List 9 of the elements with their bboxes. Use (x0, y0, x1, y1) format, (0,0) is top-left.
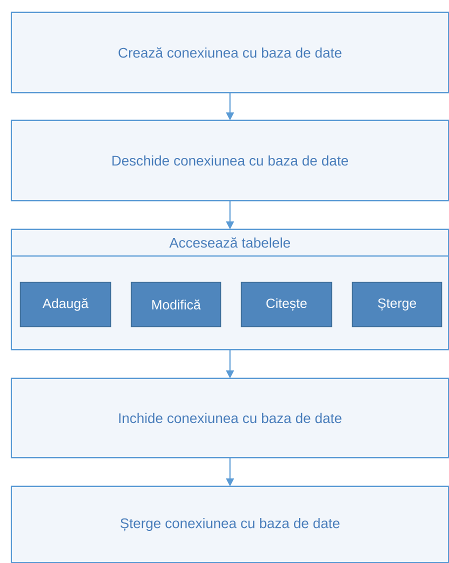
group-heading: Accesează tabelele (169, 237, 290, 248)
process-box: Șterge conexiunea cu baza de date (10, 486, 449, 563)
action-box: Modifică (130, 282, 222, 328)
process-box: Deschide conexiunea cu baza de date (10, 120, 449, 202)
action-box: Adaugă (20, 282, 112, 328)
process-box: Crează conexiunea cu baza de date (10, 12, 449, 94)
action-box: Citește (240, 282, 332, 328)
action-box: Șterge (352, 282, 442, 328)
process-box: Inchide conexiunea cu baza de date (10, 378, 449, 458)
